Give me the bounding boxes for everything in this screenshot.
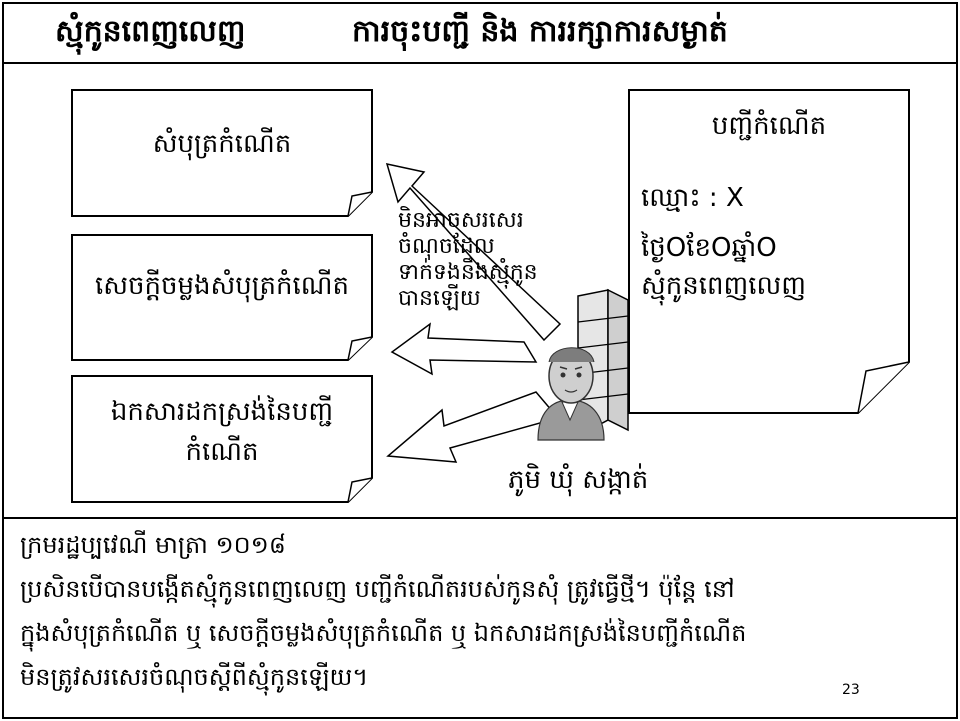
header-left-title: ស្មុំកូនពេញលេញ bbox=[55, 14, 246, 49]
register-extract-label-line2: កំណើត bbox=[185, 437, 259, 467]
register-extract-label-line1: ឯកសារដកស្រង់នៃបញ្ជី bbox=[110, 397, 334, 427]
arrow-to-birth-certificate bbox=[385, 163, 562, 342]
header-right-title: ការចុះបញ្ជី និង ការរក្សាការសម្ងាត់ bbox=[352, 14, 728, 49]
footer-line-3: ក្នុងសំបុត្រកំណើត ឬ សេចក្តីចម្លងសំបុត្រក… bbox=[20, 619, 747, 647]
birth-certificate-label: សំបុត្រកំណើត bbox=[152, 129, 292, 159]
arrow-note-line3: ទាក់ទងនឹងស្មុំកូន bbox=[398, 260, 538, 285]
register-name-line: ឈ្មោះ : X bbox=[641, 183, 744, 213]
register-extract-fold bbox=[347, 477, 373, 503]
arrow-note-line1: មិនអាចសរសេរ bbox=[398, 208, 524, 233]
official-figure-icon bbox=[537, 347, 605, 441]
office-building-icon bbox=[577, 288, 629, 438]
footer-line-1: ក្រមរដ្ឋប្បវេណី មាត្រា ១០១៨ bbox=[20, 531, 286, 559]
footer-line-4: មិនត្រូវសរសេរចំណុចស្តីពីស្មុំកូនឡើយ។ bbox=[20, 663, 369, 691]
birth-register-fold bbox=[857, 361, 910, 414]
arrow-note-line2: ចំណុចដែល bbox=[398, 234, 495, 259]
register-status-line: ស្មុំកូនពេញលេញ bbox=[641, 271, 807, 301]
footer-line-2: ប្រសិនបើបានបង្កើតស្មុំកូនពេញលេញ បញ្ជីកំណ… bbox=[20, 575, 735, 603]
register-date-line: ថ្ងៃOខែOឆ្នាំO bbox=[641, 233, 777, 263]
certificate-copy-label: សេចក្តីចម្លងសំបុត្រកំណើត bbox=[94, 271, 350, 301]
arrow-note-line4: បានឡើយ bbox=[398, 286, 481, 311]
page-number: 23 bbox=[842, 682, 860, 698]
footer-divider bbox=[2, 517, 958, 519]
certificate-copy-fold bbox=[347, 336, 373, 361]
birth-certificate-fold bbox=[347, 191, 373, 217]
arrow-to-certificate-copy bbox=[390, 322, 538, 376]
office-label: ភូមិ ឃុំ សង្កាត់ bbox=[508, 465, 649, 495]
register-title: បញ្ជីកំណើត bbox=[711, 111, 827, 141]
header-divider bbox=[2, 62, 958, 64]
arrow-to-register-extract bbox=[386, 391, 560, 463]
